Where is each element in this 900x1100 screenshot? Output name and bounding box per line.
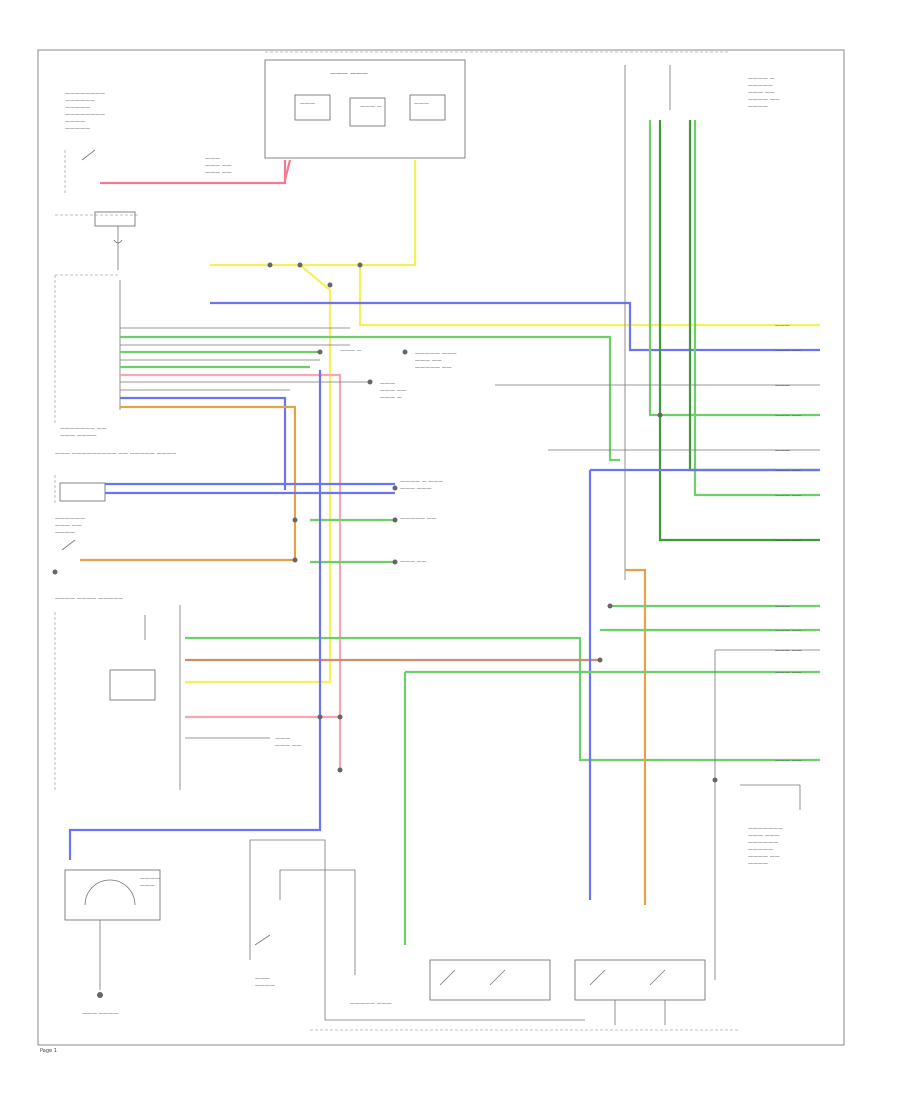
svg-text:——— ————: ——— ————: [60, 433, 97, 439]
svg-text:——————— ——: ——————— ——: [60, 426, 107, 432]
right-harness: [403, 65, 820, 980]
fuse-left: [55, 211, 140, 270]
svg-text:——— ——: ——— ——: [775, 348, 802, 354]
svg-text:——— ——: ——— ——: [775, 628, 802, 634]
svg-text:——— ———: ——— ———: [330, 70, 368, 77]
svg-text:—————: —————: [65, 105, 90, 111]
svg-text:———— —: ———— —: [748, 76, 775, 82]
svg-text:———— — ———: ———— — ———: [400, 479, 443, 485]
svg-text:——— ———: ——— ———: [400, 486, 432, 492]
svg-text:——————: ——————: [748, 840, 778, 846]
svg-text:————— ———: ————— ———: [350, 1001, 392, 1007]
svg-text:————: ————: [55, 530, 75, 536]
svg-text:——— ————————— —— ————— ————: ——— ————————— —— ————— ————: [55, 451, 176, 457]
svg-text:——— ——: ——— ——: [380, 388, 407, 394]
svg-text:—————: —————: [748, 847, 773, 853]
svg-text:——— ——: ——— ——: [205, 163, 232, 169]
svg-text:——————: ——————: [65, 98, 95, 104]
bottom-switch-middle: [429, 959, 551, 1001]
svg-text:———: ———: [255, 976, 270, 982]
control-module-lower: ———— ———— —————: [54, 596, 181, 790]
svg-text:——— —: ——— —: [360, 104, 382, 110]
svg-text:—————: —————: [748, 83, 773, 89]
svg-text:———: ———: [205, 156, 220, 162]
svg-text:——— ——: ——— ——: [275, 743, 302, 749]
svg-text:——— ——: ——— ——: [55, 523, 82, 529]
wire-bundle-control: [80, 301, 820, 770]
bottom-switch-right: [574, 959, 706, 1025]
junction-dots: [267, 262, 718, 783]
right-connector-labels: ———— — ————— ——— —— ———— —— ———— ——— ———…: [748, 76, 802, 764]
svg-text:————— ——: ————— ——: [400, 516, 437, 522]
svg-text:——— ——: ——— ——: [775, 670, 802, 676]
page-label: Page 1: [40, 1048, 57, 1054]
svg-text:————————: ————————: [65, 91, 105, 97]
svg-text:———: ———: [775, 448, 790, 454]
switch-left: —————— ——— —— ————: [52, 516, 85, 575]
wire-yellow-branch: [358, 265, 820, 327]
component-right: ——————— ——— ——— —————— ————— ———— —— ———…: [740, 784, 801, 867]
svg-text:————: ————: [65, 119, 85, 125]
svg-text:——— ——: ——— ——: [775, 493, 802, 499]
svg-text:——— ————: ——— ————: [82, 1011, 119, 1017]
svg-text:——— ——: ——— ——: [400, 559, 427, 565]
component-middle-left: ——— ————————— —— ————— ————: [54, 451, 176, 505]
svg-text:———————: ———————: [748, 826, 783, 832]
component-top-left: ———————— —————— ————— ———————— ———— ————…: [64, 91, 105, 195]
svg-text:————: ————: [255, 983, 275, 989]
svg-text:——— ——: ——— ——: [205, 170, 232, 176]
module-top: ——— ——— ——— ——— — ———: [264, 59, 466, 159]
svg-text:——— ——: ——— ——: [775, 468, 802, 474]
svg-text:——— ——: ——— ——: [775, 413, 802, 419]
svg-text:———— ——: ———— ——: [748, 854, 780, 860]
svg-text:———: ———: [414, 101, 429, 107]
svg-text:————— ——: ————— ——: [415, 365, 452, 371]
wire-red-link: [283, 159, 292, 181]
svg-text:————————: ————————: [65, 112, 105, 118]
wire-green-module: [185, 636, 820, 762]
svg-text:———: ———: [775, 323, 790, 329]
svg-text:——— ——: ——— ——: [775, 538, 802, 544]
svg-text:——— ——: ——— ——: [748, 90, 775, 96]
wire-yellow-main: [210, 160, 417, 267]
wire-blue-bottom: [68, 370, 322, 860]
svg-text:——————: ——————: [55, 516, 85, 522]
svg-text:———— ———— —————: ———— ———— —————: [55, 596, 123, 602]
svg-text:——— ——: ——— ——: [775, 758, 802, 764]
wire-yellow-lower: [185, 264, 332, 684]
diagram-border: [37, 49, 845, 1046]
svg-text:————— ———: ————— ———: [415, 351, 457, 357]
svg-text:———: ———: [140, 883, 155, 889]
svg-text:—————: —————: [65, 126, 90, 132]
svg-text:———— ——: ———— ——: [748, 97, 780, 103]
svg-text:——— ———: ——— ———: [748, 833, 780, 839]
svg-text:——— —: ——— —: [380, 395, 402, 401]
svg-text:———: ———: [775, 604, 790, 610]
gauge-component: ———— ——— ——— ————: [64, 869, 161, 1017]
control-unit-left: ——————— —— ——— ————: [54, 274, 121, 439]
svg-text:——— ——: ——— ——: [415, 358, 442, 364]
svg-text:————: ————: [140, 876, 160, 882]
svg-text:———: ———: [775, 383, 790, 389]
svg-text:——— ——: ——— ——: [775, 648, 802, 654]
wire-red-top: [100, 160, 287, 185]
svg-text:———: ———: [300, 101, 315, 107]
svg-text:——— —: ——— —: [340, 348, 362, 354]
bottom-switch-left: ——— ———— ————— ———: [249, 839, 585, 1021]
svg-text:———: ———: [275, 736, 290, 742]
svg-text:————: ————: [748, 104, 768, 110]
svg-text:———: ———: [380, 381, 395, 387]
svg-text:————: ————: [748, 861, 768, 867]
